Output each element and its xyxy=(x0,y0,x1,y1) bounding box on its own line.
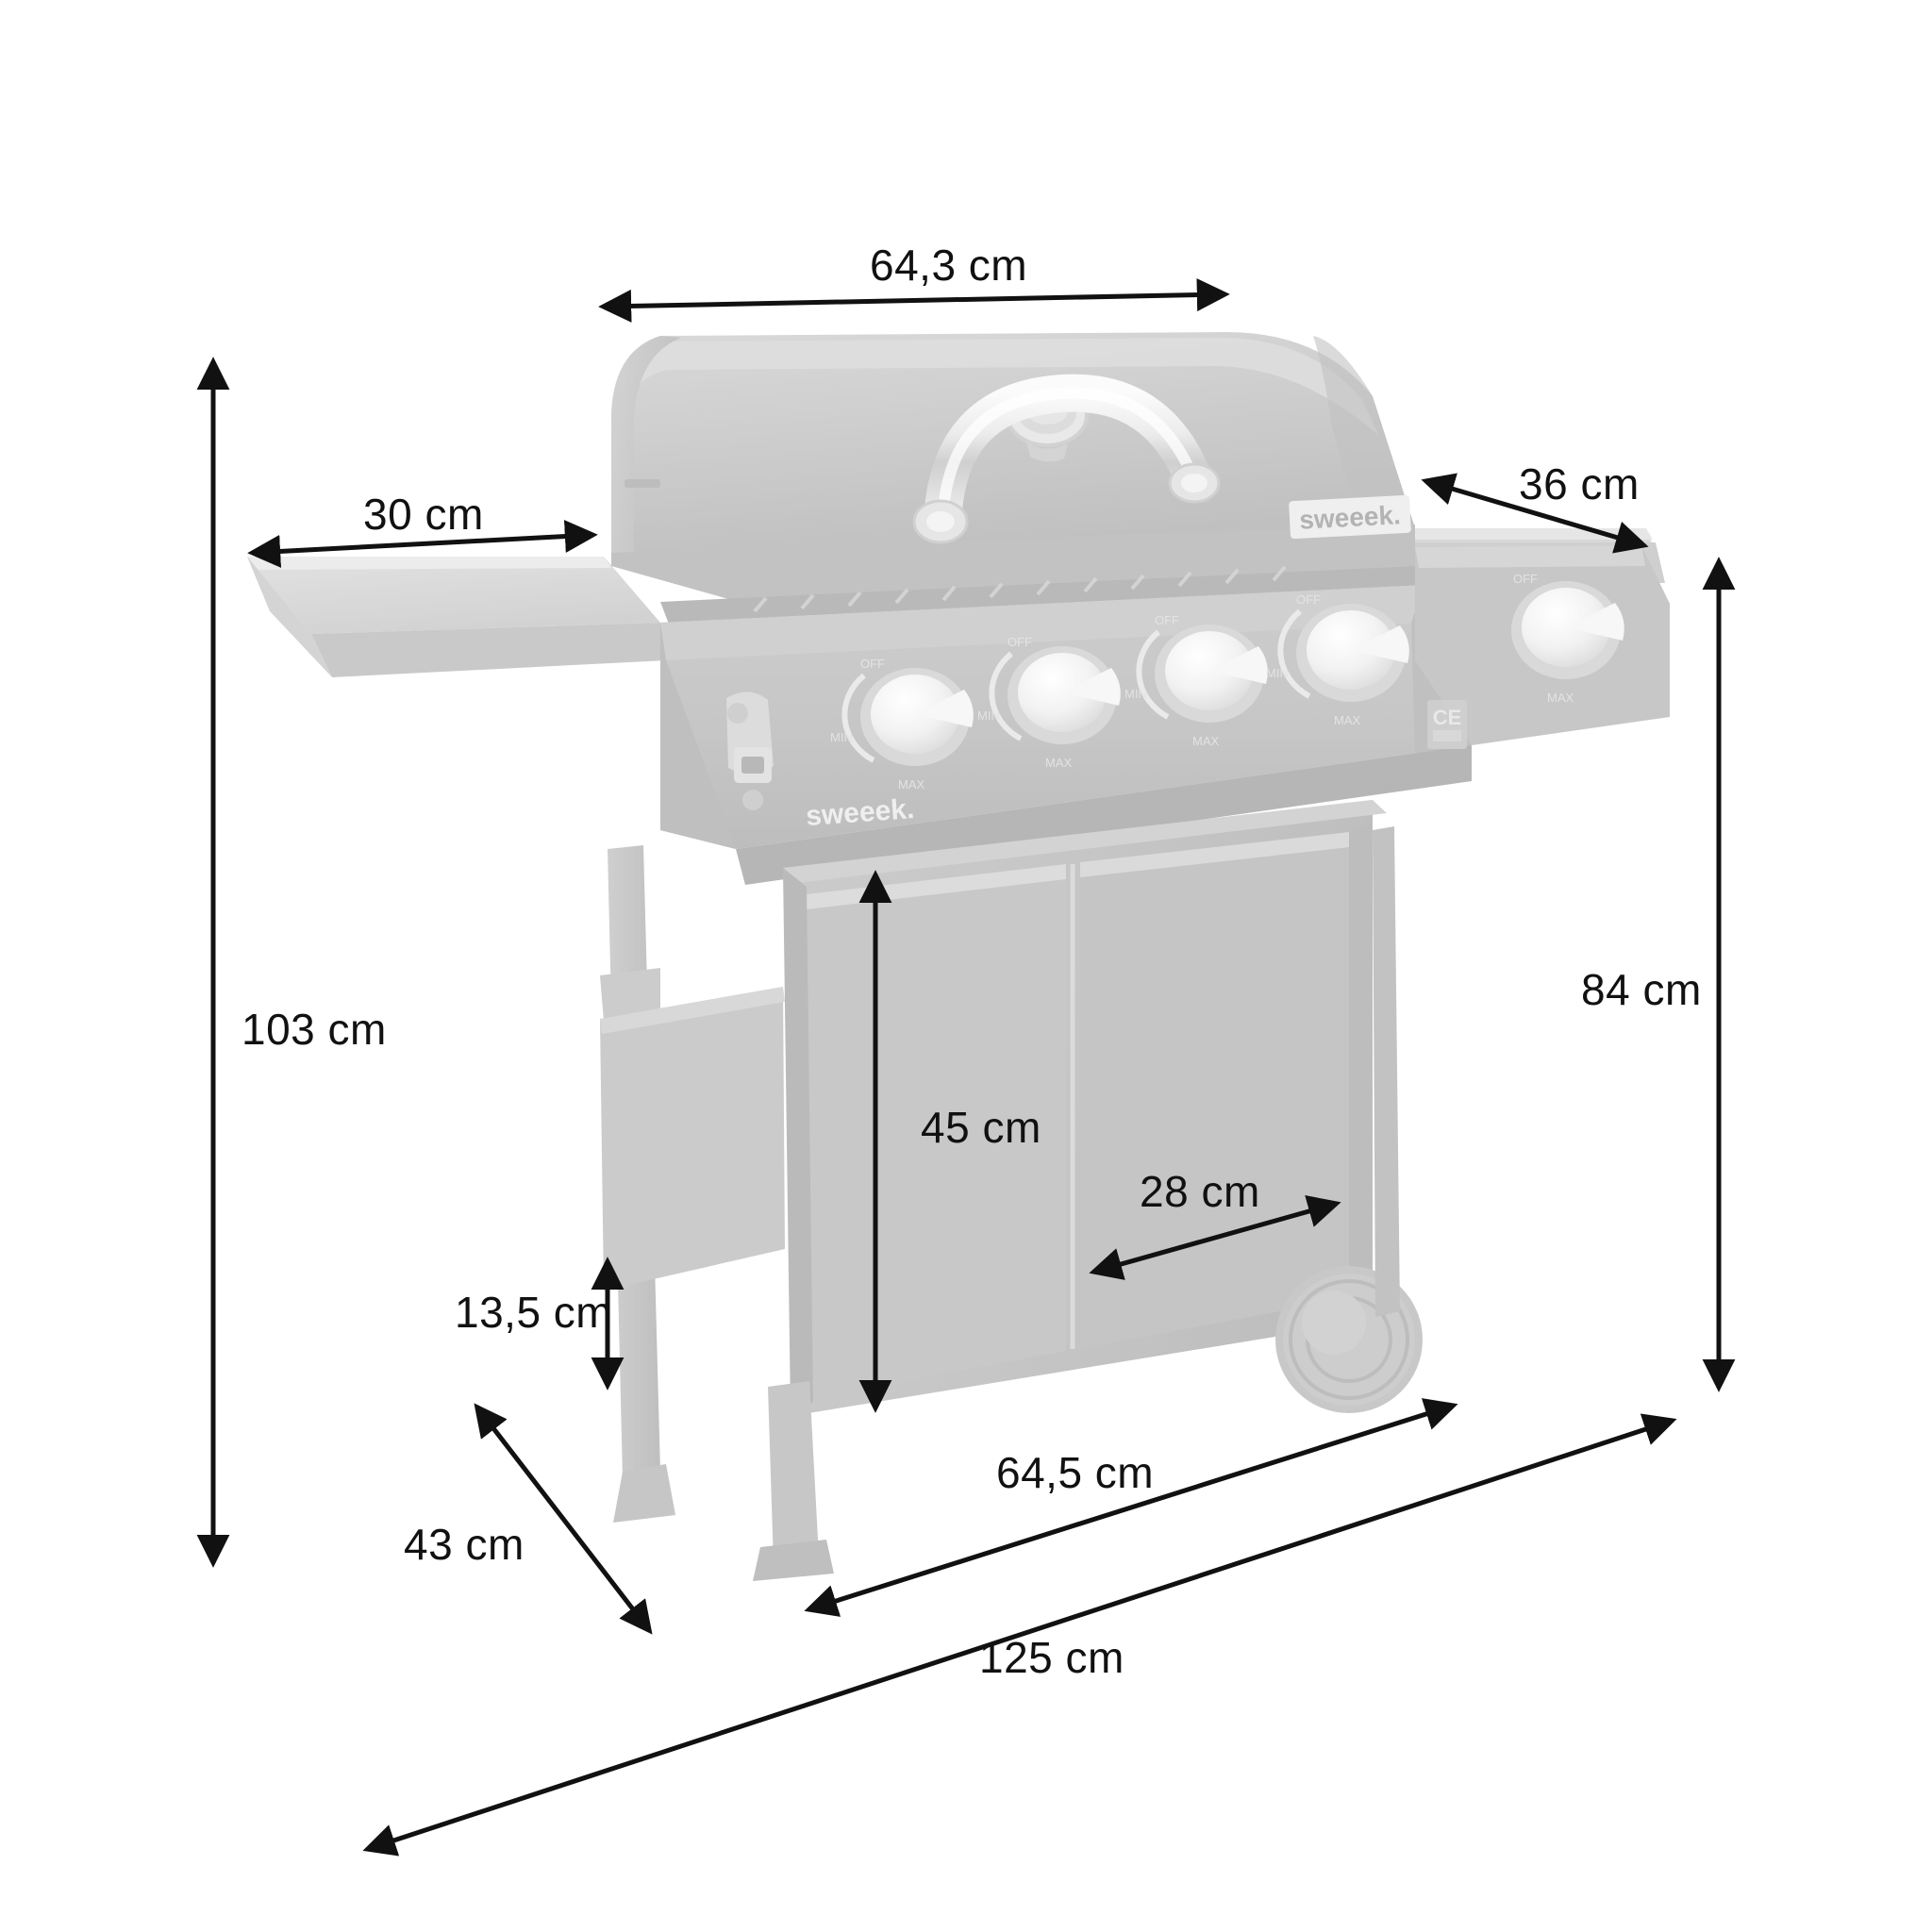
burner-knob: OFF MIN MAX xyxy=(977,635,1121,770)
burner-knob: OFF MIN MAX xyxy=(830,657,974,791)
cart-leg-rear-right xyxy=(1373,826,1400,1317)
dimension-arrows xyxy=(196,278,1736,1857)
svg-text:sweeek.: sweeek. xyxy=(805,793,915,832)
dimension-label-lid-width: 64,3 cm xyxy=(870,241,1028,290)
svg-text:MIN: MIN xyxy=(1266,666,1289,680)
bottle-opener xyxy=(726,691,774,810)
dimension-label-door-width: 28 cm xyxy=(1140,1167,1260,1216)
dimension-label-cabinet-width: 64,5 cm xyxy=(996,1448,1155,1497)
arrow-lid-width xyxy=(598,278,1230,323)
svg-text:MAX: MAX xyxy=(898,777,925,791)
dimension-label-left-shelf-depth: 30 cm xyxy=(363,490,484,539)
lid-brand-badge: sweeek. xyxy=(1289,494,1411,540)
dimension-label-ground-clearance: 13,5 cm xyxy=(455,1288,613,1337)
cart-leg-front-left xyxy=(753,1381,834,1581)
svg-text:MIN: MIN xyxy=(977,708,1000,723)
grill-grate-edge xyxy=(660,565,1424,626)
svg-text:MIN: MIN xyxy=(830,730,853,744)
svg-text:MAX: MAX xyxy=(1045,756,1073,770)
svg-text:OFF: OFF xyxy=(1155,613,1179,627)
svg-text:MIN: MIN xyxy=(1124,687,1147,701)
svg-text:OFF: OFF xyxy=(1296,592,1321,607)
svg-text:MAX: MAX xyxy=(1547,691,1574,705)
ce-mark-label: CE xyxy=(1427,700,1467,749)
cart-wheel xyxy=(1275,1266,1423,1413)
arrow-total-width xyxy=(362,1413,1677,1857)
grill-lid xyxy=(611,332,1415,604)
panel-brand-badge: sweeek. xyxy=(805,793,915,832)
svg-text:CE: CE xyxy=(1433,706,1462,729)
burner-knob: OFF MIN MAX xyxy=(1124,613,1268,748)
arrow-cabinet-width xyxy=(804,1398,1458,1617)
svg-text:MAX: MAX xyxy=(1334,713,1361,727)
lid-handle xyxy=(912,374,1221,544)
svg-text:MAX: MAX xyxy=(1192,734,1220,748)
dimension-label-total-height: 103 cm xyxy=(242,1005,387,1054)
burner-knobs: OFF MIN MAX OFF MIN MAX xyxy=(830,592,1409,791)
side-burner-knob: OFF MAX xyxy=(1511,572,1624,705)
bbq-product-illustration: sweeek. xyxy=(247,332,1670,1581)
arrow-door-width xyxy=(1089,1195,1341,1280)
cart-legs-left xyxy=(600,845,785,1523)
svg-text:sweeek.: sweeek. xyxy=(1299,500,1402,535)
svg-text:OFF: OFF xyxy=(860,657,885,671)
arrow-left-shelf-depth xyxy=(247,520,598,568)
dimension-label-side-depth: 36 cm xyxy=(1519,459,1640,508)
dimension-label-worktop-height: 84 cm xyxy=(1581,965,1702,1014)
dimension-label-cabinet-height: 45 cm xyxy=(921,1103,1041,1152)
arrow-side-depth xyxy=(1421,473,1649,554)
dimension-label-total-width: 125 cm xyxy=(979,1633,1124,1682)
burner-knob: OFF MIN MAX xyxy=(1266,592,1409,727)
left-side-shelf xyxy=(247,557,666,677)
svg-text:OFF: OFF xyxy=(1008,635,1032,649)
dimension-label-base-depth: 43 cm xyxy=(404,1520,525,1569)
svg-text:OFF: OFF xyxy=(1513,572,1538,586)
